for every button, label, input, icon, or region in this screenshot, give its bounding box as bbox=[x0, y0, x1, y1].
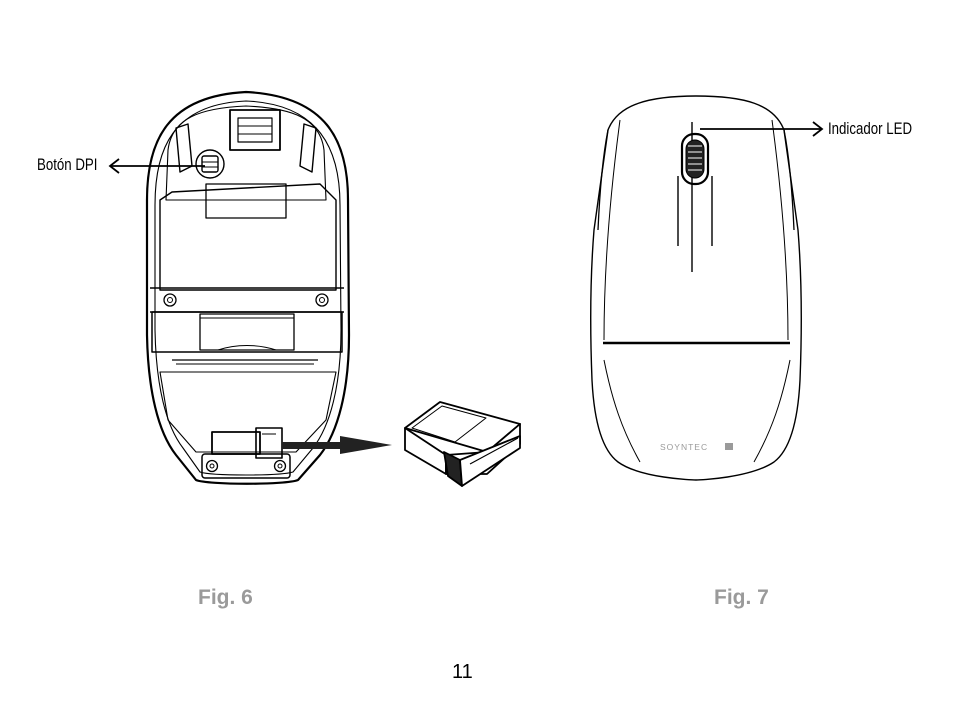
arrow-right-icon bbox=[700, 122, 822, 136]
fig6-mouse-bottom-illustration bbox=[147, 92, 349, 484]
dpi-button-callout: Botón DPI bbox=[37, 155, 97, 175]
brand-logo-mark bbox=[725, 443, 733, 450]
fig7-mouse-top-illustration bbox=[591, 96, 802, 480]
led-indicator-callout: Indicador LED bbox=[828, 119, 912, 139]
brand-logo: SOYNTEC bbox=[660, 442, 708, 452]
usb-receiver-illustration bbox=[405, 402, 520, 486]
fig6-caption: Fig. 6 bbox=[198, 586, 253, 610]
insert-arrow-icon bbox=[282, 436, 392, 454]
page-number: 11 bbox=[452, 661, 473, 684]
fig7-caption: Fig. 7 bbox=[714, 586, 769, 610]
